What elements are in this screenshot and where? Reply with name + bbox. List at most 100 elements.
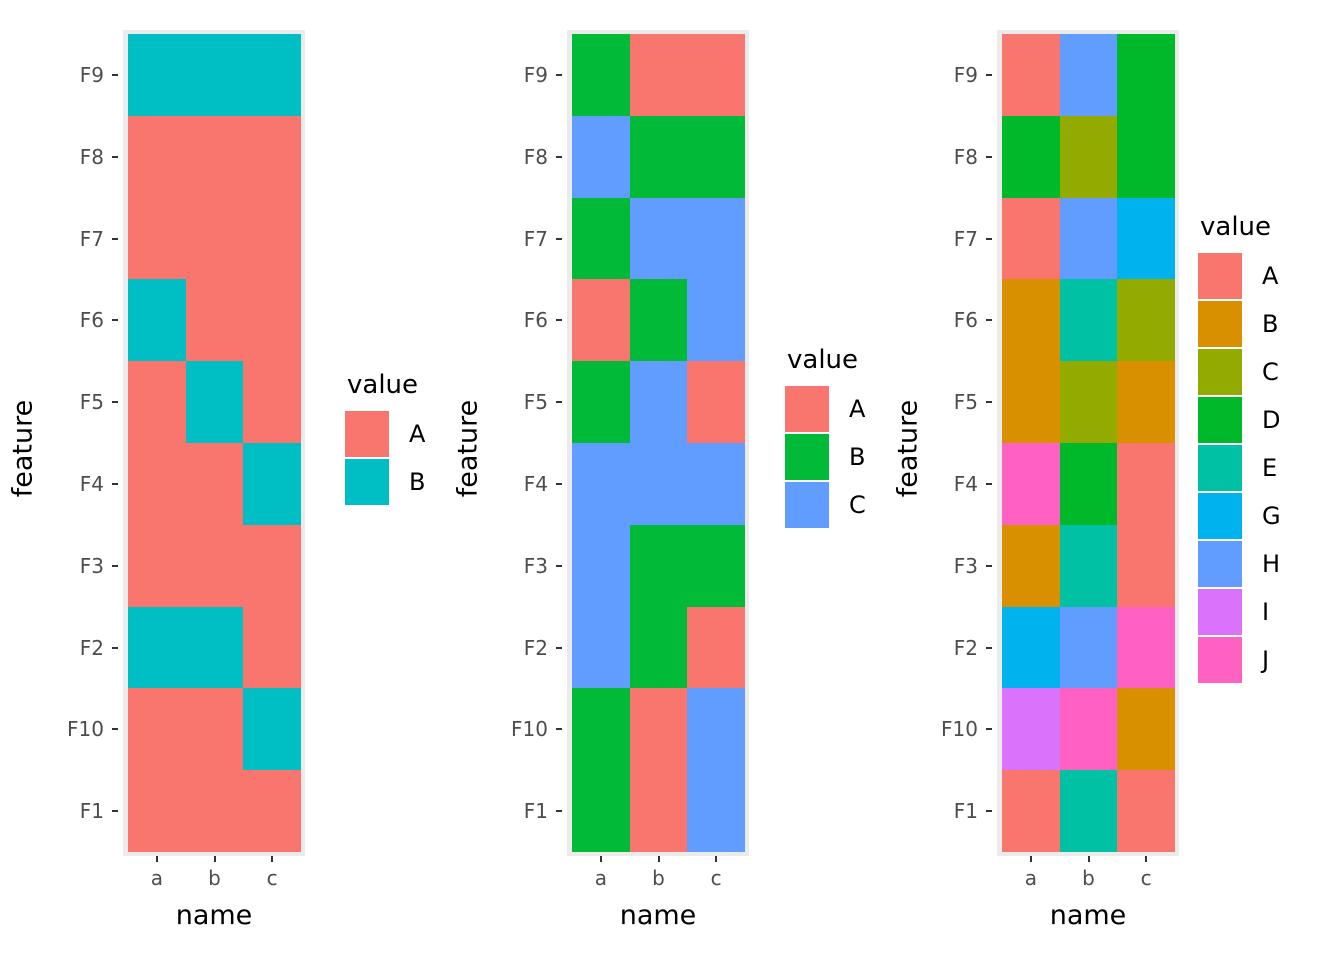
legend-item-label: B (409, 468, 426, 496)
legend-item-label: J (1262, 646, 1270, 674)
heatmap-cell (185, 443, 244, 525)
legend-swatch-icon (785, 434, 829, 480)
heatmap-cell (243, 524, 301, 607)
legend-item[interactable]: A (1198, 252, 1281, 300)
y-tick-label: F4 (523, 471, 548, 496)
legend-item[interactable]: C (785, 481, 866, 529)
heatmap-panel-2 (567, 30, 749, 856)
legend-item-label: C (1262, 358, 1279, 386)
heatmap-cell (243, 443, 301, 525)
x-tick-mark (1087, 856, 1090, 862)
y-tick-label: F9 (79, 62, 104, 87)
x-tick-mark (1029, 856, 1032, 862)
heatmap-cell (1117, 279, 1175, 362)
y-tick-mark (556, 482, 562, 485)
y-tick-label: F5 (953, 390, 978, 415)
x-axis-title-panel-2: name (619, 900, 697, 931)
y-tick-label: F2 (953, 635, 978, 660)
heatmap-cell (128, 361, 186, 443)
legend-item-label: D (1262, 406, 1281, 434)
heatmap-cell (128, 524, 186, 607)
y-tick-label: F2 (523, 635, 548, 660)
y-tick-mark (556, 319, 562, 322)
heatmap-cell (185, 688, 244, 771)
heatmap-cell (629, 688, 688, 771)
legend-item[interactable]: B (785, 433, 866, 481)
legend-item[interactable]: D (1198, 396, 1281, 444)
heatmap-cell (572, 279, 630, 362)
legend-item[interactable]: J (1198, 636, 1281, 684)
legend-item[interactable]: H (1198, 540, 1281, 588)
y-tick-label: F6 (79, 308, 104, 333)
legend-item[interactable]: B (345, 458, 425, 506)
heatmap-cell (1002, 524, 1060, 607)
heatmap-cell (1002, 279, 1060, 362)
legend-swatch-icon (1198, 445, 1242, 491)
heatmap-cell (687, 688, 745, 771)
heatmap-cell (572, 606, 630, 689)
x-tick-label: c (266, 866, 278, 890)
y-tick-label: F9 (953, 62, 978, 87)
y-tick-label: F10 (511, 717, 548, 742)
legend-item-label: B (849, 443, 866, 471)
legend-item[interactable]: A (785, 385, 866, 433)
legend-item-label: H (1262, 550, 1281, 578)
y-tick-mark (556, 73, 562, 76)
heatmap-cell (1002, 197, 1060, 280)
heatmap-cell (1117, 443, 1175, 525)
legend-item[interactable]: G (1198, 492, 1281, 540)
heatmap-cell (243, 197, 301, 280)
legend-item-label: A (849, 395, 866, 423)
legend-item-label: E (1262, 454, 1278, 482)
heatmap-cell (1002, 115, 1060, 198)
legend-item[interactable]: B (1198, 300, 1281, 348)
heatmap-cell (687, 524, 745, 607)
y-tick-label: F1 (79, 799, 104, 824)
heatmap-cell (687, 606, 745, 689)
heatmap-cell (185, 197, 244, 280)
legend-item-label: I (1262, 598, 1270, 626)
heatmap-cell (629, 197, 688, 280)
legend-item[interactable]: A (345, 410, 425, 458)
heatmap-cell (1059, 361, 1118, 443)
x-tick-mark (599, 856, 602, 862)
heatmap-cell (687, 197, 745, 280)
y-tick-mark (112, 728, 118, 731)
y-tick-mark (986, 810, 992, 813)
y-tick-label: F10 (941, 717, 978, 742)
heatmap-cell (572, 115, 630, 198)
heatmap-cell (629, 606, 688, 689)
y-tick-mark (112, 319, 118, 322)
heatmap-cell (1059, 606, 1118, 689)
heatmap-cell (629, 770, 688, 852)
legend-item-label: G (1262, 502, 1281, 530)
x-axis-title-panel-1: name (175, 900, 253, 931)
heatmap-cell (1002, 770, 1060, 852)
heatmap-cell (1117, 524, 1175, 607)
x-axis-title-panel-3: name (1049, 900, 1127, 931)
y-tick-label: F10 (67, 717, 104, 742)
heatmap-cell (185, 606, 244, 689)
heatmap-cell (185, 279, 244, 362)
y-tick-mark (556, 155, 562, 158)
y-tick-mark (986, 646, 992, 649)
x-tick-mark (155, 856, 158, 862)
heatmap-cell (1002, 688, 1060, 771)
legend-item[interactable]: C (1198, 348, 1281, 396)
heatmap-cell (572, 361, 630, 443)
heatmap-cell (243, 361, 301, 443)
legend-item[interactable]: E (1198, 444, 1281, 492)
heatmap-cell (687, 361, 745, 443)
legend-swatch-icon (1198, 637, 1242, 683)
heatmap-cell (185, 34, 244, 116)
x-tick-label: c (710, 866, 722, 890)
heatmap-panel-1 (123, 30, 305, 856)
legend-item-label: A (409, 420, 426, 448)
y-tick-mark (112, 401, 118, 404)
legend-item[interactable]: I (1198, 588, 1281, 636)
